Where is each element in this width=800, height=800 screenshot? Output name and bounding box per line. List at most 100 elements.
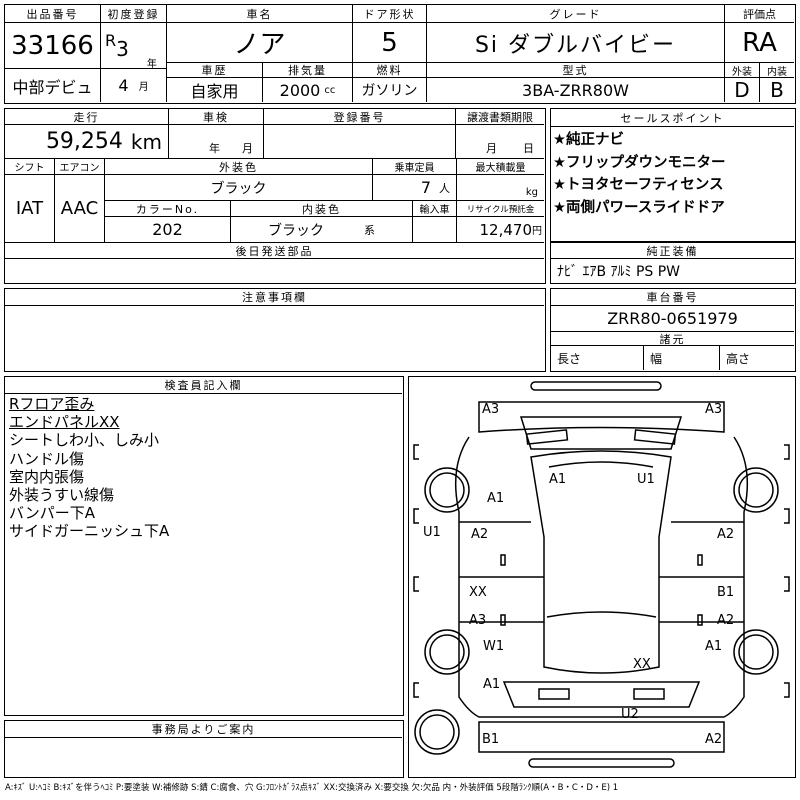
insp-year-unit: 年 <box>209 142 220 155</box>
lot-label: 出品番号 <box>5 5 101 23</box>
inspector-line: 外装うすい線傷 <box>9 486 115 505</box>
exterior-label: 外装 <box>725 63 760 78</box>
int-color: ブラック 系 <box>231 217 413 243</box>
history: 自家用 <box>167 78 263 102</box>
inspector-line: エンドパネルXX <box>9 413 120 432</box>
sales-points-list: ★純正ナビ ★フリップダウンモニター ★トヨタセーフティセンス ★両側パワースラ… <box>553 129 726 219</box>
car-name-label: 車名 <box>167 5 353 23</box>
damage-mark: A3 <box>482 402 500 417</box>
later-parts-label: 後日発送部品 <box>5 243 544 259</box>
sales-point: ★トヨタセーフティセンス <box>553 177 724 193</box>
details-box: 走行 車検 登録番号 譲渡書類期限 59,254 km 年 月 月 日 シフト … <box>4 108 546 284</box>
ext-color: ブラック <box>105 175 373 201</box>
damage-mark: A3 <box>705 402 723 417</box>
notes-box: 注意事項欄 <box>4 288 546 372</box>
equipment-box: 純正装備 ﾅﾋﾞ ｴｱB ｱﾙﾐ PS PW <box>550 242 796 284</box>
int-color-label: 内装色 <box>231 201 413 217</box>
inspector-line: Rフロア歪み <box>9 395 95 413</box>
damage-mark: A3 <box>469 613 487 628</box>
score: RA <box>725 23 794 63</box>
damage-mark: A1 <box>487 491 505 506</box>
fuel-label: 燃料 <box>353 63 427 78</box>
grade-label: グレード <box>427 5 725 23</box>
model: 3BA-ZRR80W <box>427 78 725 102</box>
ext-color-label: 外装色 <box>105 159 373 175</box>
doors-label: ドア形状 <box>353 5 427 23</box>
damage-mark: A2 <box>717 527 735 542</box>
first-reg-month: 4 月 <box>101 69 167 102</box>
recycle-value: 12,470 <box>479 220 533 239</box>
first-reg-label: 初度登録 <box>101 5 167 23</box>
later-parts <box>5 259 544 282</box>
score-label: 評価点 <box>725 5 794 23</box>
history-label: 車歴 <box>167 63 263 78</box>
chassis-label: 車台番号 <box>551 289 794 306</box>
capacity-label: 乗車定員 <box>373 159 457 175</box>
office-label: 事務局よりご案内 <box>5 721 402 738</box>
reg-month: 4 <box>118 76 129 95</box>
int-color-unit: 系 <box>364 223 375 237</box>
shift-label: シフト <box>5 159 55 175</box>
plate <box>264 125 456 159</box>
damage-mark: A2 <box>717 613 735 628</box>
damage-mark: XX <box>633 657 651 672</box>
chassis-box: 車台番号 ZRR80-0651979 諸元 長さ 幅 高さ <box>550 288 796 372</box>
month-unit: 月 <box>138 82 149 93</box>
color-no: 202 <box>105 217 231 243</box>
capacity-value: 7 <box>420 178 431 197</box>
inspector-line: ハンドル傷 <box>9 449 85 468</box>
damage-mark: A1 <box>549 472 567 487</box>
int-color-value: ブラック <box>268 222 324 239</box>
region-label: 中部デビュ <box>5 69 101 102</box>
damage-mark: XX <box>469 585 487 600</box>
mileage-unit: km <box>130 129 162 154</box>
transfer-label: 譲渡書類期限 <box>456 109 544 125</box>
insp-month-unit: 月 <box>242 142 253 155</box>
displacement: 2000 cc <box>263 78 353 102</box>
era: R <box>105 31 117 50</box>
transfer: 月 日 <box>456 125 544 159</box>
max-load-unit: kg <box>525 187 538 198</box>
interior-label: 内装 <box>760 63 794 78</box>
damage-mark: A1 <box>705 639 723 654</box>
height-label: 高さ <box>726 351 751 366</box>
office-box: 事務局よりご案内 <box>4 720 404 778</box>
header-box: 出品番号 33166 中部デビュ 初度登録 R 3 年 4 月 車名 ノア ドア… <box>4 4 796 104</box>
capacity-unit: 人 <box>439 181 450 195</box>
sales-point: ★純正ナビ <box>553 132 624 148</box>
displacement-label: 排気量 <box>263 63 353 78</box>
mileage-label: 走行 <box>5 109 169 125</box>
inspector-line: サイドガーニッシュ下A <box>9 522 170 541</box>
equipment-label: 純正装備 <box>551 243 794 259</box>
inspector-label: 検査員記入欄 <box>5 377 402 394</box>
fuel: ガソリン <box>353 78 427 102</box>
sales-points-label: セールスポイント <box>551 109 794 127</box>
mileage-value: 59,254 <box>45 129 123 154</box>
damage-mark: U2 <box>621 707 639 722</box>
max-load-label: 最大積載量 <box>457 159 544 175</box>
inspection-label: 車検 <box>169 109 264 125</box>
car-diagram-box: A3 A3 A1 U1 A1 U1 A2 A2 XX B1 A3 A2 W1 A… <box>408 376 796 778</box>
doors: 5 <box>353 23 427 63</box>
exterior-grade: D <box>725 78 760 102</box>
import-label: 輸入車 <box>413 201 457 217</box>
first-reg-year: R 3 年 <box>101 23 167 69</box>
car-name: ノア <box>167 23 353 63</box>
grade: Si ダブルバイビー <box>427 23 725 63</box>
specs-label: 諸元 <box>551 332 794 346</box>
mileage: 59,254 km <box>5 125 169 159</box>
damage-mark: A2 <box>705 732 723 747</box>
reg-year: 3 <box>116 37 129 61</box>
damage-mark: A2 <box>471 527 489 542</box>
damage-mark: W1 <box>483 639 505 654</box>
damage-mark: U1 <box>423 525 441 540</box>
displacement-unit: cc <box>324 84 336 96</box>
displacement-value: 2000 <box>279 80 321 100</box>
ac-label: エアコン <box>55 159 105 175</box>
capacity: 7 人 <box>373 175 457 201</box>
recycle-unit: 円 <box>532 226 542 237</box>
legend: A:ｷｽﾞ U:ﾍｺﾐ B:ｷｽﾞを伴うﾍｺﾐ P:要塗装 W:補修跡 S:錆 … <box>5 783 619 793</box>
sales-point: ★両側パワースライドドア <box>553 199 725 216</box>
lot-number: 33166 <box>5 23 101 69</box>
equipment-value: ﾅﾋﾞ ｴｱB ｱﾙﾐ PS PW <box>557 263 681 280</box>
